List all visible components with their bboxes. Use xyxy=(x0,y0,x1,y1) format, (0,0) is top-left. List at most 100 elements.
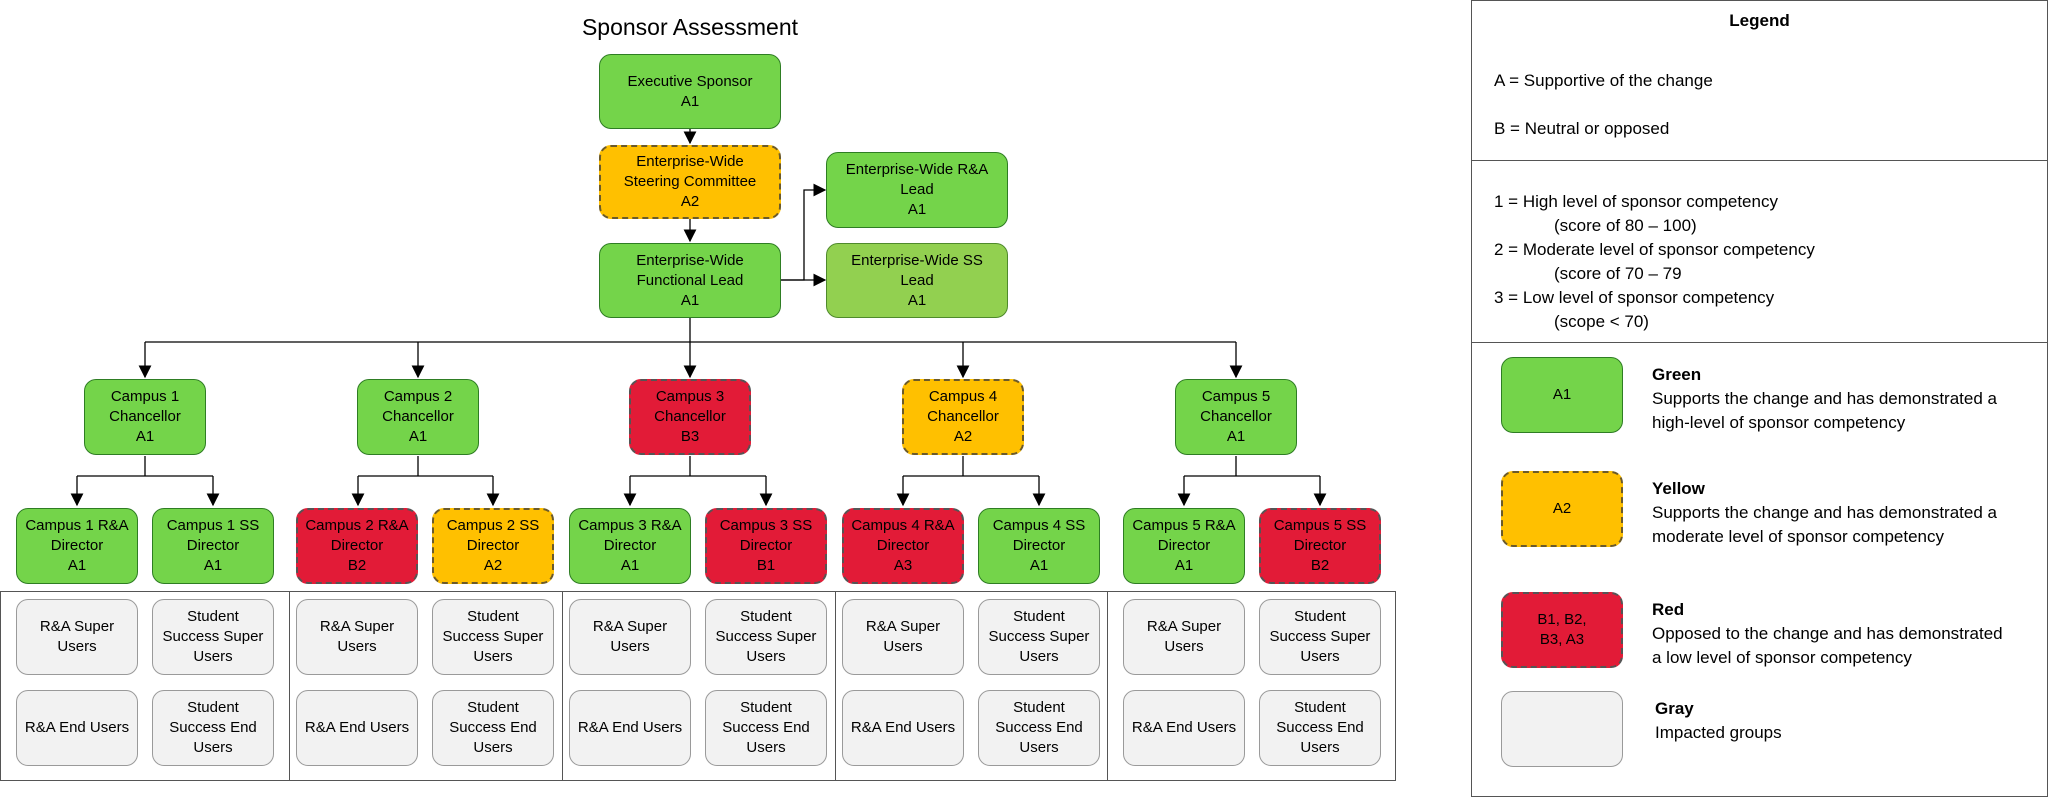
ra-end-users-node: R&A End Users xyxy=(296,690,418,766)
ss-super-users-node: Student Success Super Users xyxy=(1259,599,1381,675)
ss-end-users-label: Student Success End Users xyxy=(722,699,810,756)
legend-a-text: A = Supportive of the change xyxy=(1494,71,1713,90)
legend-1-text: 1 = High level of sponsor competency xyxy=(1494,192,1778,211)
ra-super-users-node: R&A Super Users xyxy=(569,599,691,675)
campus-5-chancellor-node: Campus 5 Chancellor A1 xyxy=(1175,379,1297,455)
ra-end-users-label: R&A End Users xyxy=(304,719,410,736)
campus-2-ra-director-label: Campus 2 R&A Director B2 xyxy=(305,517,409,574)
campus-3-ra-director-label: Campus 3 R&A Director A1 xyxy=(578,517,682,574)
campus-4-ra-director-node: Campus 4 R&A Director A3 xyxy=(842,508,964,584)
campus-5-ss-director-node: Campus 5 SS Director B2 xyxy=(1259,508,1381,584)
ra-super-users-node: R&A Super Users xyxy=(1123,599,1245,675)
diagram-title: Sponsor Assessment xyxy=(581,14,799,40)
executive-sponsor-label: Executive Sponsor A1 xyxy=(627,72,753,110)
ra-end-users-node: R&A End Users xyxy=(16,690,138,766)
ss-super-users-label: Student Success Super Users xyxy=(1269,608,1371,665)
ss-lead-label: Enterprise-Wide SS Lead A1 xyxy=(851,251,983,309)
steering-committee-node: Enterprise-Wide Steering Committee A2 xyxy=(599,145,781,219)
ss-end-users-label: Student Success End Users xyxy=(449,699,537,756)
campus-5-ss-director-label: Campus 5 SS Director B2 xyxy=(1273,517,1367,574)
campus-4-ra-director-label: Campus 4 R&A Director A3 xyxy=(851,517,955,574)
functional-lead-node: Enterprise-Wide Functional Lead A1 xyxy=(599,243,781,318)
campus-1-ss-director-node: Campus 1 SS Director A1 xyxy=(152,508,274,584)
ra-end-users-node: R&A End Users xyxy=(842,690,964,766)
legend-red-swatch: B1, B2, B3, A3 xyxy=(1501,592,1623,668)
ss-super-users-label: Student Success Super Users xyxy=(988,608,1090,665)
ra-super-users-label: R&A Super Users xyxy=(319,618,395,655)
campus-2-ra-director-node: Campus 2 R&A Director B2 xyxy=(296,508,418,584)
ss-lead-node: Enterprise-Wide SS Lead A1 xyxy=(826,243,1008,318)
ra-super-users-label: R&A Super Users xyxy=(592,618,668,655)
ra-super-users-label: R&A Super Users xyxy=(865,618,941,655)
campus-4-ss-director-label: Campus 4 SS Director A1 xyxy=(992,517,1086,574)
legend-1-subtext: (score of 80 – 100) xyxy=(1554,216,1697,235)
campus-2-ss-director-node: Campus 2 SS Director A2 xyxy=(432,508,554,584)
campus-3-ss-director-node: Campus 3 SS Director B1 xyxy=(705,508,827,584)
impacted-groups-grid xyxy=(0,591,1396,781)
ss-super-users-node: Student Success Super Users xyxy=(432,599,554,675)
steering-committee-label: Enterprise-Wide Steering Committee A2 xyxy=(623,153,757,210)
campus-1-ra-director-label: Campus 1 R&A Director A1 xyxy=(25,517,129,574)
legend-divider xyxy=(1472,342,2047,343)
campus-3-chancellor-node: Campus 3 Chancellor B3 xyxy=(629,379,751,455)
legend-yellow-swatch: A2 xyxy=(1501,471,1623,547)
campus-1-chancellor-node: Campus 1 Chancellor A1 xyxy=(84,379,206,455)
ra-end-users-node: R&A End Users xyxy=(569,690,691,766)
ss-super-users-label: Student Success Super Users xyxy=(715,608,817,665)
ss-end-users-node: Student Success End Users xyxy=(152,690,274,766)
legend-gray-swatch xyxy=(1501,691,1623,767)
campus-5-chancellor-label: Campus 5 Chancellor A1 xyxy=(1200,388,1272,445)
grid-divider xyxy=(1107,591,1108,781)
legend-gray-desc: Impacted groups xyxy=(1655,723,1782,742)
campus-4-ss-director-node: Campus 4 SS Director A1 xyxy=(978,508,1100,584)
legend-green-swatch: A1 xyxy=(1501,357,1623,433)
campus-1-ss-director-label: Campus 1 SS Director A1 xyxy=(166,517,260,574)
legend-red-title: Red xyxy=(1652,600,1685,619)
legend-green-desc: Supports the change and has demonstrated… xyxy=(1652,389,1997,432)
legend-green-swatch-label: A1 xyxy=(1552,386,1572,403)
legend-red-swatch-label: B1, B2, B3, A3 xyxy=(1537,611,1587,648)
campus-4-chancellor-label: Campus 4 Chancellor A2 xyxy=(927,388,999,445)
campus-5-ra-director-node: Campus 5 R&A Director A1 xyxy=(1123,508,1245,584)
grid-divider xyxy=(835,591,836,781)
legend-3-subtext: (scope < 70) xyxy=(1554,312,1649,331)
ss-end-users-node: Student Success End Users xyxy=(705,690,827,766)
ss-end-users-label: Student Success End Users xyxy=(995,699,1083,756)
campus-2-ss-director-label: Campus 2 SS Director A2 xyxy=(446,517,540,574)
legend-2-text: 2 = Moderate level of sponsor competency xyxy=(1494,240,1815,259)
legend-gray-title: Gray xyxy=(1655,699,1694,718)
legend-red-desc: Opposed to the change and has demonstrat… xyxy=(1652,624,2003,667)
legend-3-text: 3 = Low level of sponsor competency xyxy=(1494,288,1775,307)
ss-super-users-node: Student Success Super Users xyxy=(152,599,274,675)
campus-3-chancellor-label: Campus 3 Chancellor B3 xyxy=(654,388,726,445)
ss-super-users-node: Student Success Super Users xyxy=(705,599,827,675)
campus-3-ra-director-node: Campus 3 R&A Director A1 xyxy=(569,508,691,584)
ss-end-users-node: Student Success End Users xyxy=(978,690,1100,766)
legend-heading: Legend xyxy=(1729,11,1790,30)
ra-end-users-node: R&A End Users xyxy=(1123,690,1245,766)
campus-3-ss-director-label: Campus 3 SS Director B1 xyxy=(719,517,813,574)
grid-divider xyxy=(289,591,290,781)
ra-end-users-label: R&A End Users xyxy=(1131,719,1237,736)
ra-super-users-node: R&A Super Users xyxy=(16,599,138,675)
ss-end-users-label: Student Success End Users xyxy=(1276,699,1364,756)
ss-super-users-label: Student Success Super Users xyxy=(162,608,264,665)
ra-end-users-label: R&A End Users xyxy=(24,719,130,736)
legend-b-text: B = Neutral or opposed xyxy=(1494,119,1670,138)
legend-divider xyxy=(1472,160,2047,161)
legend-yellow-desc: Supports the change and has demonstrated… xyxy=(1652,503,1997,546)
ra-end-users-label: R&A End Users xyxy=(577,719,683,736)
functional-lead-label: Enterprise-Wide Functional Lead A1 xyxy=(636,251,744,309)
ra-lead-node: Enterprise-Wide R&A Lead A1 xyxy=(826,152,1008,228)
ra-end-users-label: R&A End Users xyxy=(850,719,956,736)
campus-1-chancellor-label: Campus 1 Chancellor A1 xyxy=(109,388,181,445)
campus-1-ra-director-node: Campus 1 R&A Director A1 xyxy=(16,508,138,584)
ra-super-users-node: R&A Super Users xyxy=(842,599,964,675)
executive-sponsor-node: Executive Sponsor A1 xyxy=(599,54,781,129)
legend-yellow-swatch-label: A2 xyxy=(1552,500,1572,517)
ss-end-users-label: Student Success End Users xyxy=(169,699,257,756)
ra-super-users-label: R&A Super Users xyxy=(1146,618,1222,655)
ss-end-users-node: Student Success End Users xyxy=(432,690,554,766)
campus-2-chancellor-label: Campus 2 Chancellor A1 xyxy=(382,388,454,445)
